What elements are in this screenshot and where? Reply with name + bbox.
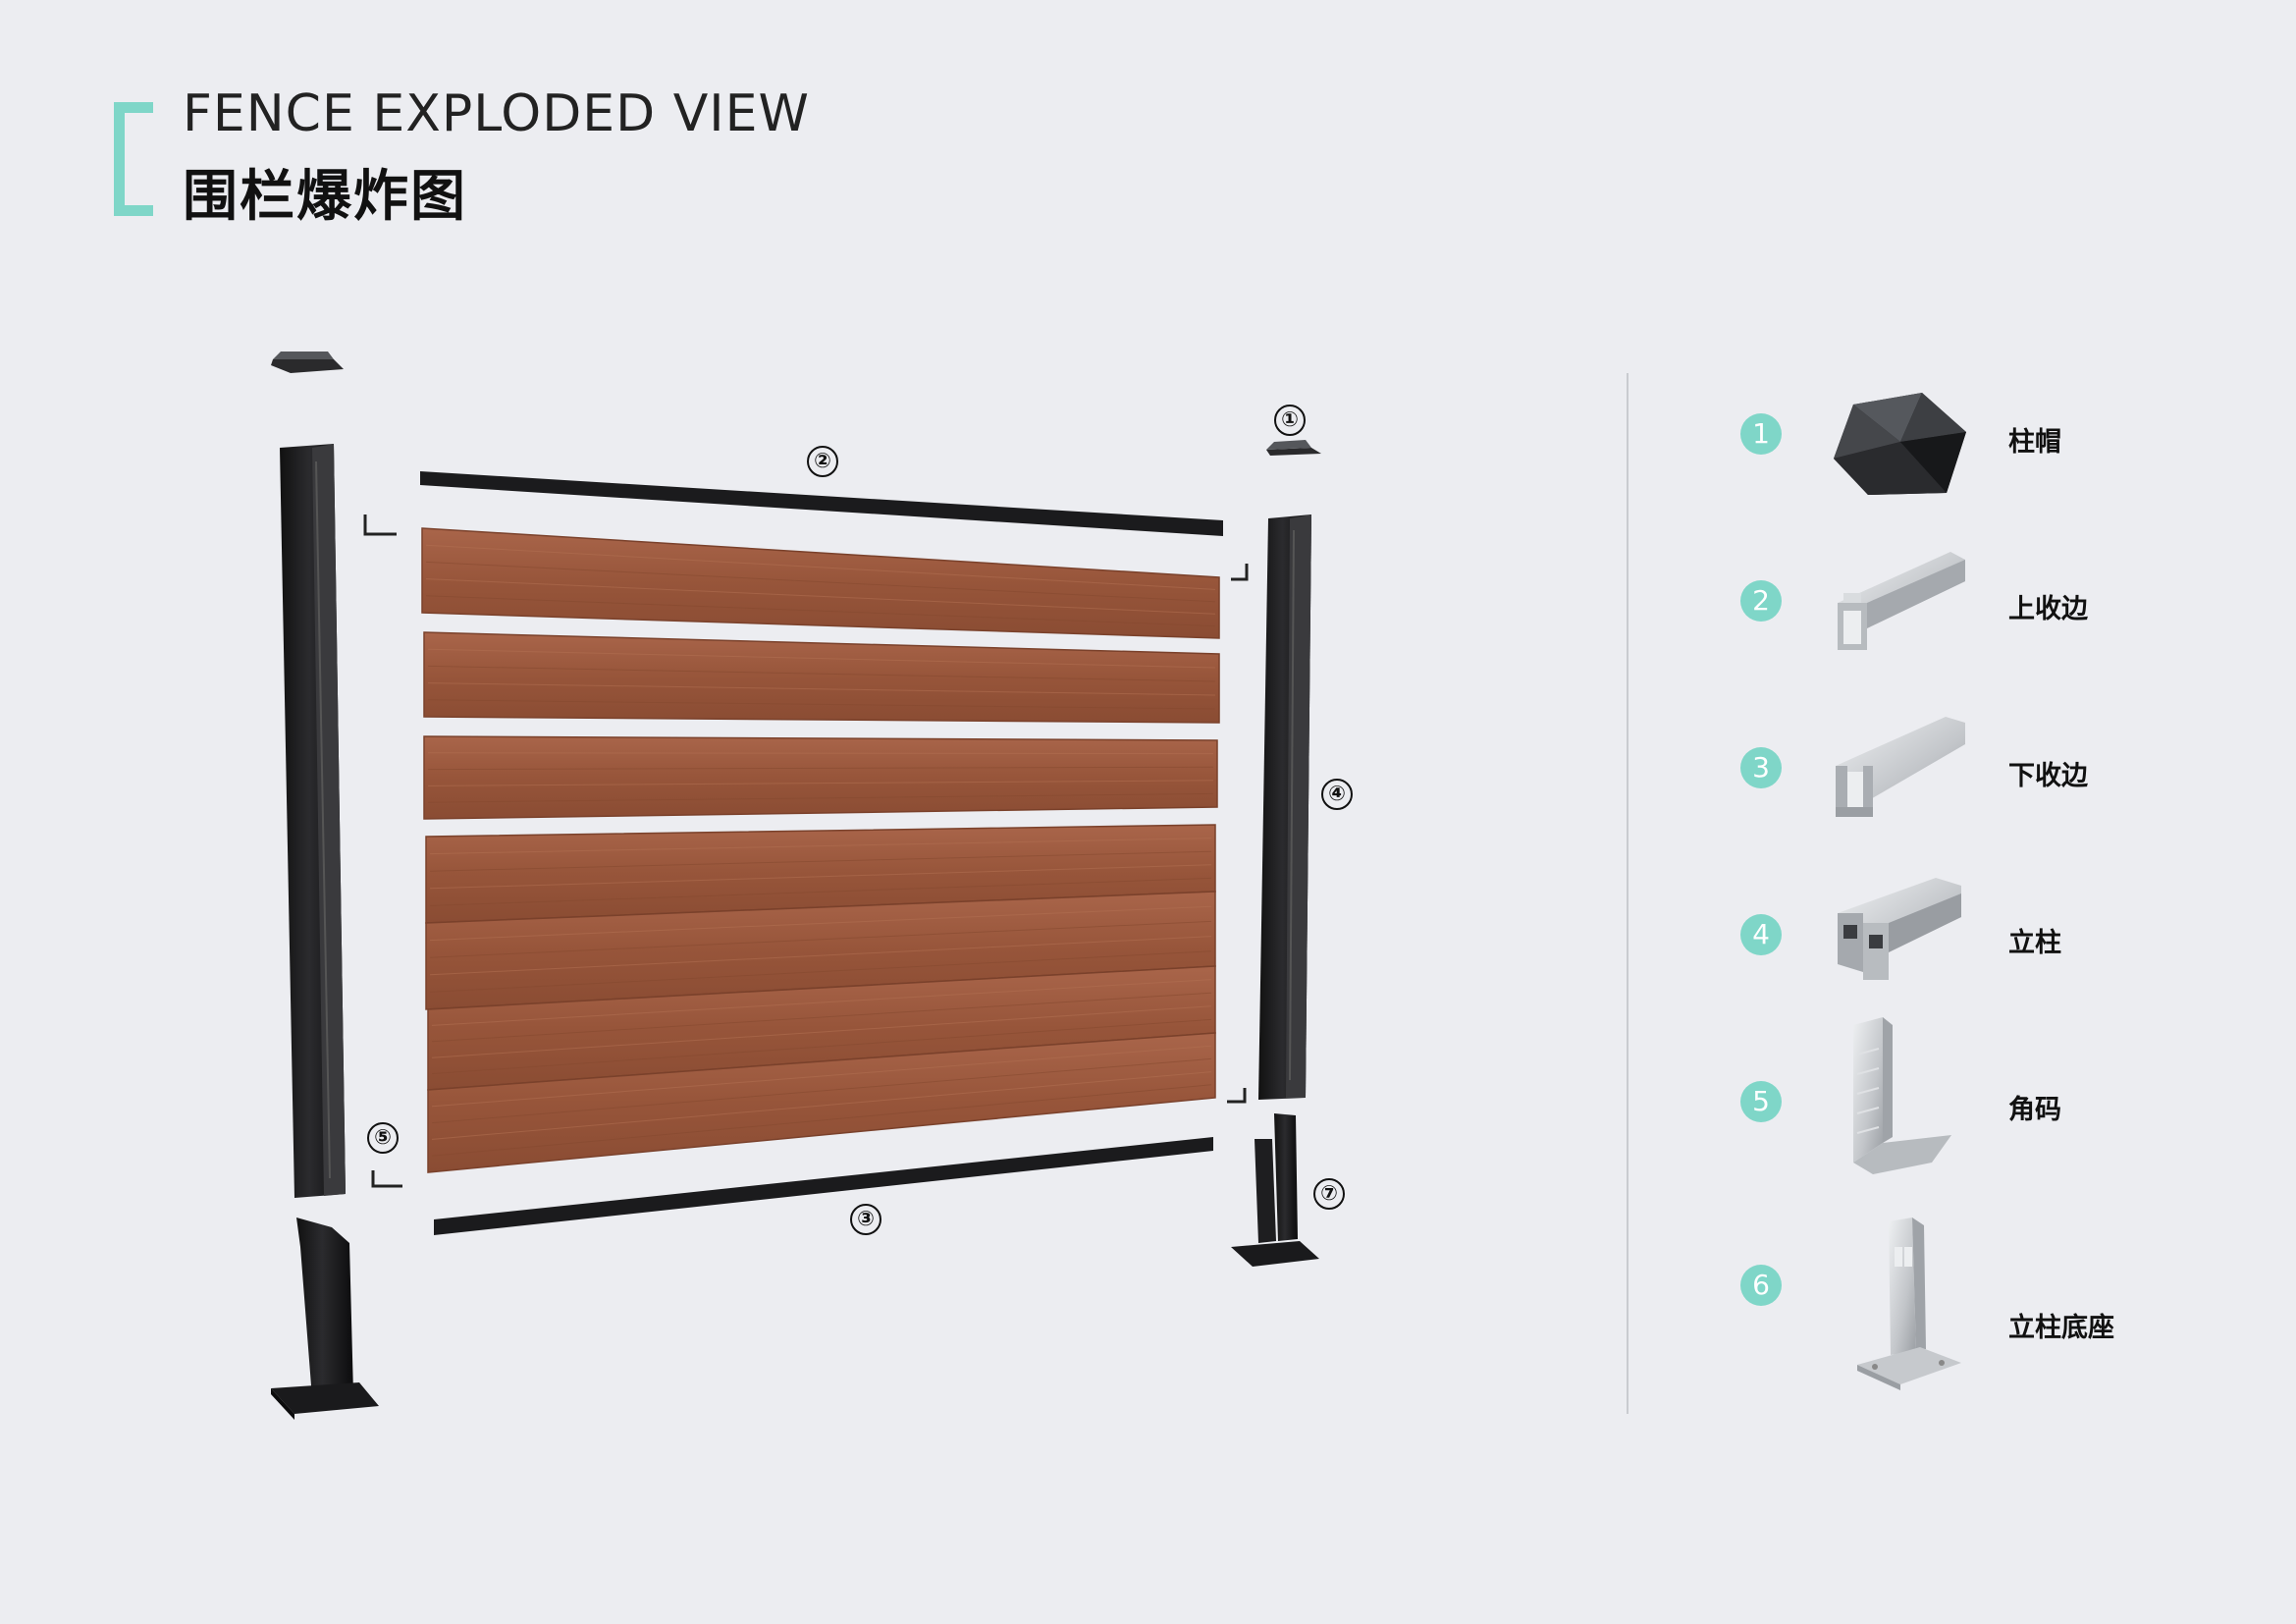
top-rail-icon <box>1838 552 1965 650</box>
corner-bracket-icon <box>1853 1017 1951 1174</box>
post-base-icon <box>1857 1218 1961 1390</box>
wood-grain-line <box>425 595 1216 627</box>
right-post-base <box>1231 1113 1319 1267</box>
wood-grain-line <box>431 979 1212 1026</box>
wood-board <box>423 735 1218 820</box>
wood-grain-line <box>427 682 1216 696</box>
legend-divider <box>1627 373 1629 1414</box>
wood-board <box>427 1032 1216 1173</box>
callout-1: ① <box>1274 405 1306 436</box>
wood-grain-line <box>427 752 1214 755</box>
wood-grain-line <box>431 1084 1212 1157</box>
wood-grain-line <box>427 648 1216 669</box>
corner-bracket-bottom-right <box>1227 1088 1247 1104</box>
title-bracket <box>114 102 153 216</box>
wood-grain-line <box>429 920 1212 958</box>
callout-4: ④ <box>1321 779 1353 810</box>
wood-grain-line <box>431 992 1212 1043</box>
top-rail <box>420 471 1223 536</box>
legend-label-1: 柱帽 <box>2008 427 2061 458</box>
callout-5: ⑤ <box>367 1122 399 1154</box>
wood-grain-line <box>431 1045 1212 1108</box>
legend-number-2: 2 <box>1740 580 1782 622</box>
wood-grain-line <box>429 877 1212 906</box>
legend-number-1: 1 <box>1740 413 1782 455</box>
wood-grain-line <box>427 766 1214 771</box>
wood-grain-line <box>429 850 1212 872</box>
callout-7: ⑦ <box>1313 1178 1345 1210</box>
legend-label-2: 上收边 <box>2008 594 2088 624</box>
page-title-zh: 围栏爆炸图 <box>183 165 467 229</box>
right-post <box>1258 514 1311 1100</box>
wood-grain-line <box>427 792 1214 803</box>
wood-grain-line <box>431 1057 1212 1124</box>
left-post-base <box>271 1218 379 1420</box>
wood-grain-line <box>429 950 1212 993</box>
wood-board <box>423 631 1220 724</box>
wood-grain-line <box>427 780 1214 786</box>
post-cap-icon <box>1834 393 1966 495</box>
wood-grain-line <box>429 838 1212 855</box>
page-title-en: FENCE EXPLODED VIEW <box>183 84 810 143</box>
left-post <box>280 444 346 1198</box>
wood-grain-line <box>425 578 1216 615</box>
corner-bracket-top-right <box>1231 564 1249 581</box>
legend-label-4: 立柱 <box>2008 928 2061 958</box>
corner-bracket-bottom-left <box>371 1170 402 1188</box>
bottom-rail <box>434 1137 1213 1235</box>
legend-label-6: 立柱底座 <box>2008 1313 2114 1343</box>
wood-grain-line <box>431 1071 1212 1140</box>
callout-3: ③ <box>850 1204 881 1235</box>
bottom-rail-icon <box>1836 717 1965 817</box>
corner-bracket-top-left <box>363 514 397 536</box>
wood-boards <box>421 527 1220 1173</box>
legend-label-3: 下收边 <box>2008 761 2088 791</box>
legend-number-6: 6 <box>1740 1265 1782 1306</box>
legend-number-3: 3 <box>1740 747 1782 788</box>
wood-grain-line <box>429 905 1212 942</box>
legend-label-5: 角码 <box>2008 1095 2061 1125</box>
wood-grain-line <box>425 544 1216 590</box>
wood-grain-line <box>429 864 1212 890</box>
wood-grain-line <box>429 936 1212 976</box>
wood-grain-line <box>431 1005 1212 1058</box>
legend-number-4: 4 <box>1740 914 1782 955</box>
wood-grain-line <box>431 1018 1212 1075</box>
post-icon <box>1838 878 1961 980</box>
left-post-cap <box>271 352 344 373</box>
right-post-cap <box>1266 440 1321 456</box>
wood-grain-line <box>427 665 1216 682</box>
wood-grain-line <box>425 561 1216 603</box>
wood-grain-line <box>427 699 1216 710</box>
callout-2: ② <box>807 446 838 477</box>
legend-number-5: 5 <box>1740 1081 1782 1122</box>
